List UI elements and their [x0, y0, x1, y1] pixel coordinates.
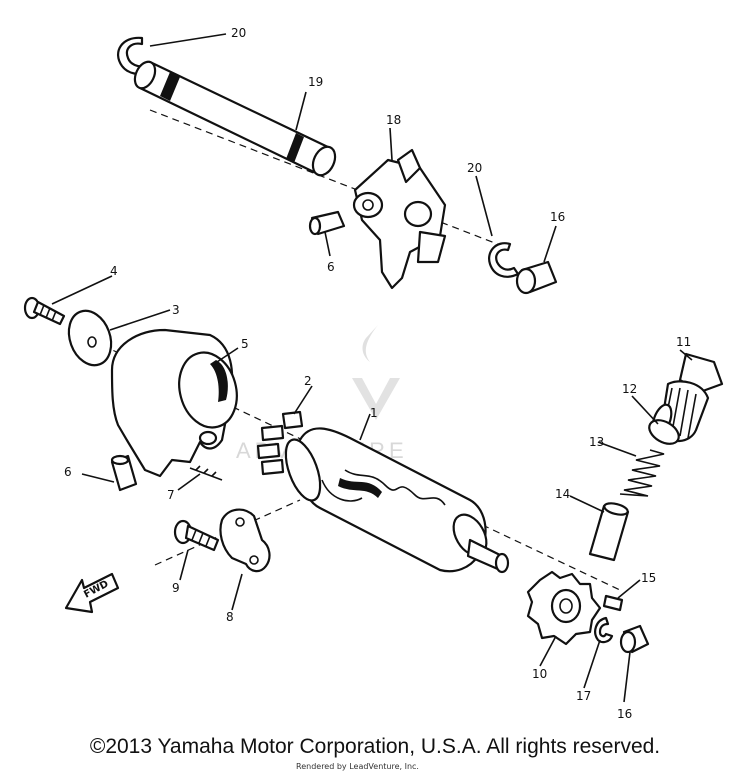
drum-pins — [256, 410, 304, 476]
bearing-cap-lower — [619, 624, 650, 654]
shift-fork-lower — [110, 328, 238, 478]
callout-9: 9 — [172, 581, 180, 595]
callout-15: 15 — [641, 571, 656, 585]
stopper-plug — [651, 352, 724, 443]
copyright-notice: ©2013 Yamaha Motor Corporation, U.S.A. A… — [89, 735, 661, 758]
callout-11: 11 — [676, 335, 691, 349]
callout-7: 7 — [167, 488, 175, 502]
callout-2: 2 — [304, 374, 312, 388]
callout-numbers: 20 19 18 20 16 6 4 3 5 2 1 6 7 9 8 11 12… — [64, 26, 691, 721]
stopper-spring — [619, 449, 665, 497]
screw-left — [23, 296, 66, 326]
leader-lines — [51, 33, 693, 703]
stopper-plunger — [588, 502, 630, 562]
shift-fork-upper — [352, 148, 447, 290]
callout-6-upper: 6 — [327, 260, 335, 274]
gasket — [648, 419, 680, 445]
circlip-lower — [594, 616, 614, 644]
callout-5: 5 — [241, 337, 249, 351]
bearing-cap-upper — [515, 260, 558, 295]
cam-pin — [602, 594, 624, 612]
guide-pin-upper — [308, 210, 346, 236]
washer — [67, 309, 113, 367]
callout-16-upper: 16 — [550, 210, 565, 224]
rendered-by-credit: Rendered by LeadVenture, Inc. — [296, 762, 419, 771]
callout-4: 4 — [110, 264, 118, 278]
bolt-lower — [173, 519, 220, 552]
segment-axis-line — [154, 499, 301, 566]
fwd-arrow: FWD — [64, 572, 120, 614]
callout-20-right: 20 — [467, 161, 482, 175]
callout-1: 1 — [370, 406, 378, 420]
spring-pin — [189, 465, 223, 481]
callout-3: 3 — [172, 303, 180, 317]
guide-pin-lower — [110, 454, 138, 492]
circlip-right — [488, 242, 520, 278]
callout-6-lower: 6 — [64, 465, 72, 479]
callout-13: 13 — [589, 435, 604, 449]
shift-cam-drum — [284, 427, 510, 574]
callout-12: 12 — [622, 382, 637, 396]
callout-20-top: 20 — [231, 26, 246, 40]
callout-10: 10 — [532, 667, 547, 681]
callout-14: 14 — [555, 487, 570, 501]
callout-19: 19 — [308, 75, 323, 89]
callout-16-lower: 16 — [617, 707, 632, 721]
shift-fork-guide-bar — [133, 60, 337, 177]
callout-17: 17 — [576, 689, 591, 703]
segment-plate — [219, 508, 271, 573]
callout-18: 18 — [386, 113, 401, 127]
callout-8: 8 — [226, 610, 234, 624]
stopper-cam-star — [526, 570, 602, 646]
